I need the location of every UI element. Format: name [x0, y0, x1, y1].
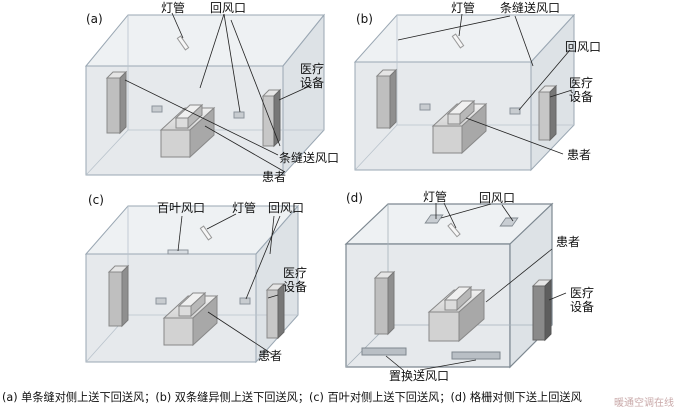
vent-left: [152, 106, 162, 112]
panel-d-patient-label: 患者: [556, 235, 580, 249]
panel-c-return-vent-label: 回风口: [268, 201, 304, 215]
equipment-left: [375, 272, 394, 334]
panel-a-lamp-label: 灯管: [161, 1, 185, 15]
panel-b-patient-label: 患者: [567, 148, 591, 162]
panel-c: [86, 206, 298, 362]
panel-d: [346, 203, 566, 370]
equipment-left: [377, 70, 396, 128]
panel-c-lamp-label: 灯管: [232, 201, 256, 215]
panel-a-equipment-label: 医疗设备: [298, 62, 326, 90]
panel-b-tag: (b): [356, 12, 373, 26]
panel-c-louver-vent-label: 百叶风口: [157, 201, 205, 215]
panel-b: [355, 14, 574, 170]
equipment-right: [263, 90, 280, 146]
equipment-right: [533, 280, 551, 340]
equipment-left: [109, 266, 128, 326]
panel-b-lamp-label: 灯管: [451, 1, 475, 15]
vent-right: [240, 298, 250, 304]
panel-d-return-vent-label: 回风口: [479, 191, 515, 205]
panel-b-slot-supply-label: 条缝送风口: [500, 1, 560, 15]
watermark: 暖通空调在线: [614, 394, 674, 409]
panel-b-return-vent-label: 回风口: [565, 40, 601, 54]
panel-a-return-vent-label: 回风口: [210, 1, 246, 15]
equipment-right: [539, 86, 556, 140]
panel-d-displacement-supply-label: 置换送风口: [389, 369, 449, 383]
panel-a-tag: (a): [86, 12, 103, 26]
floor-grille-right: [452, 352, 500, 359]
panel-d-equipment-label: 医疗设备: [568, 286, 596, 314]
equipment-left: [107, 72, 126, 133]
panel-a-slot-supply-label: 条缝送风口: [279, 151, 339, 165]
panel-c-tag: (c): [88, 193, 104, 207]
vent-left: [156, 298, 166, 304]
panel-a-patient-label: 患者: [262, 170, 286, 184]
panel-c-patient-label: 患者: [258, 349, 282, 363]
panel-d-tag: (d): [346, 191, 363, 205]
vent-right: [510, 108, 520, 114]
panel-c-equipment-label: 医疗设备: [281, 266, 309, 294]
floor-grille-left: [362, 348, 406, 355]
panel-d-lamp-label: 灯管: [423, 190, 447, 204]
vent-right: [234, 112, 244, 118]
panel-b-equipment-label: 医疗设备: [567, 76, 595, 104]
figure-caption: (a) 单条缝对侧上送下回送风；(b) 双条缝异侧上送下回送风；(c) 百叶对侧…: [2, 389, 678, 405]
vent-left: [420, 104, 430, 110]
